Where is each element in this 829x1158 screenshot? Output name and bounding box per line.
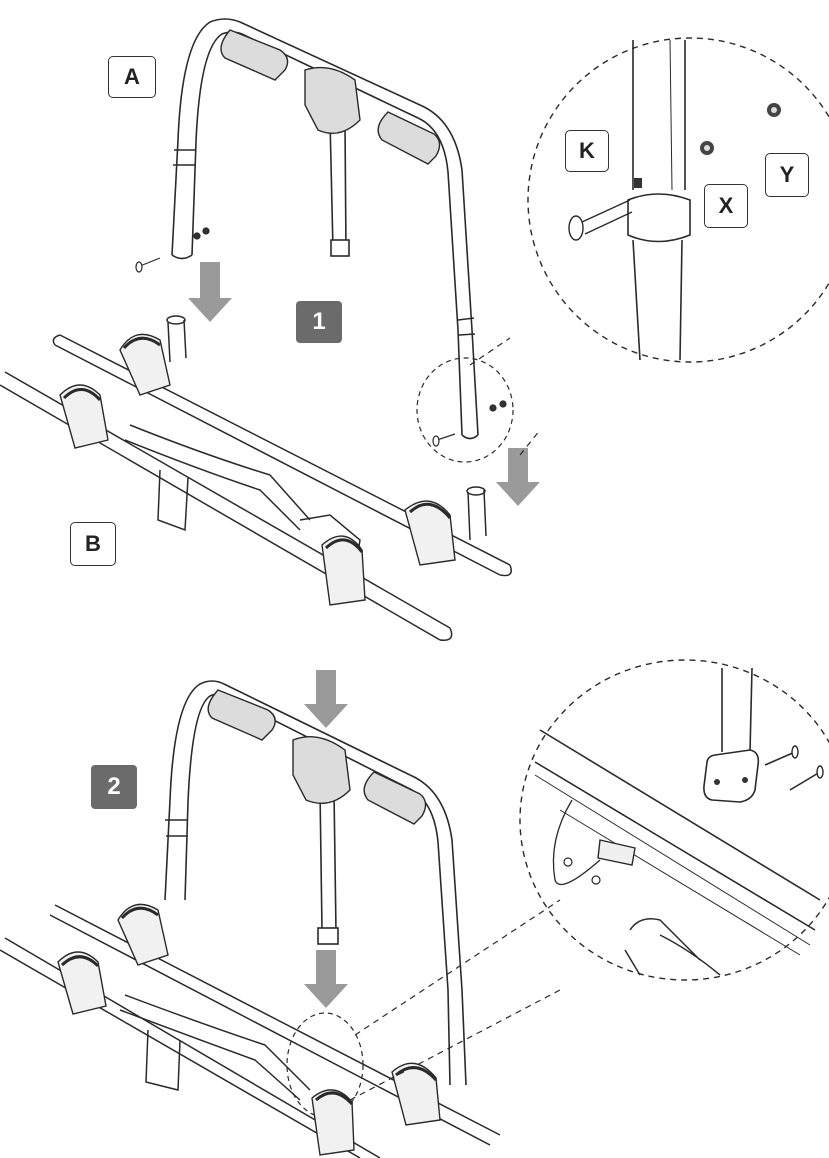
- carrier-b: [0, 315, 512, 641]
- arrow-down-icon-step2-mid: [304, 950, 348, 1008]
- hardware-a: [135, 227, 507, 447]
- label-x: X: [704, 184, 748, 228]
- frame-a-step2-pads: [207, 689, 427, 825]
- step-1-badge: 1: [296, 301, 342, 343]
- wheel-holders-b: [59, 333, 456, 606]
- wheel-holders-b-step2: [57, 903, 441, 1156]
- straps-b-step2: [60, 906, 438, 1106]
- detail-circle-2: [349, 659, 829, 1101]
- frame-a: [171, 18, 479, 440]
- arrow-down-icon-right: [496, 448, 540, 506]
- label-b: B: [70, 522, 116, 566]
- detail-circle-1: [416, 37, 829, 463]
- step-2-badge: 2: [91, 765, 137, 809]
- frame-a-pads: [220, 29, 441, 165]
- label-k: K: [565, 130, 609, 172]
- arrow-down-icon: [188, 262, 232, 322]
- arrow-down-icon-step2-top: [304, 670, 348, 728]
- label-a: A: [108, 56, 156, 98]
- label-y: Y: [765, 153, 809, 197]
- straps-b: [62, 336, 452, 553]
